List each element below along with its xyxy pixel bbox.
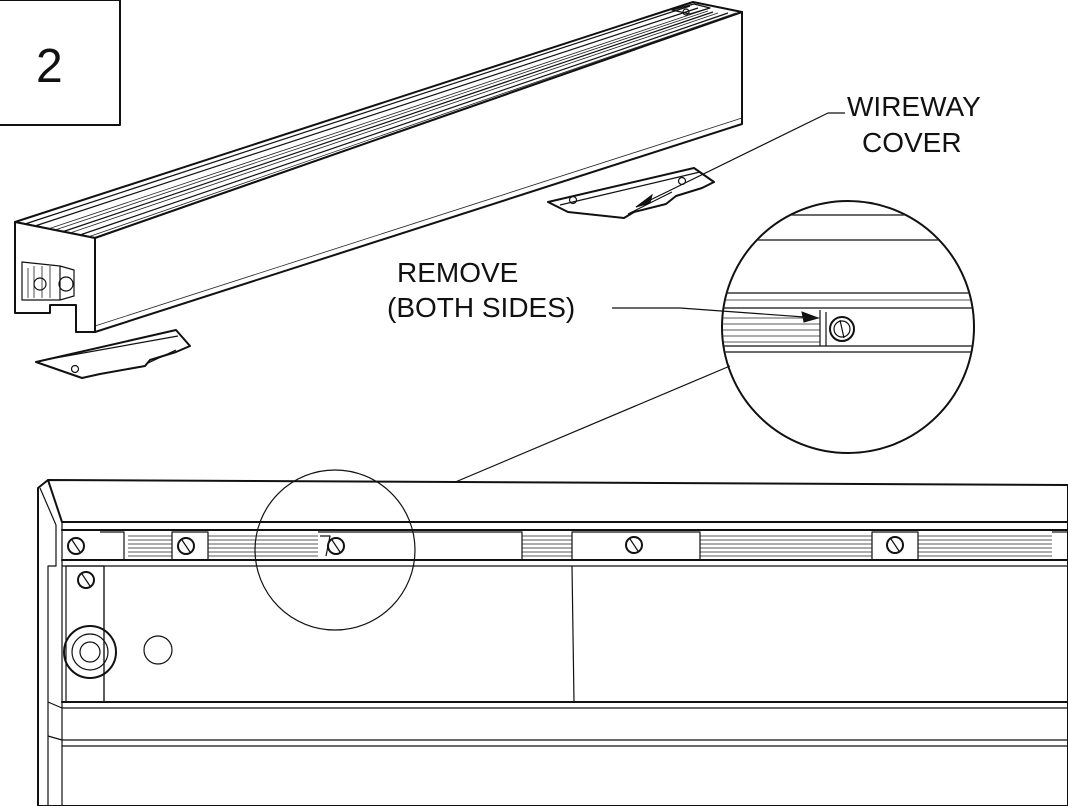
track-isometric xyxy=(14,1,743,333)
remove-label-line1: REMOVE xyxy=(397,257,518,288)
step-number-box: 2 xyxy=(0,0,121,126)
screw xyxy=(327,537,345,555)
detail-magnifier xyxy=(721,200,975,454)
screw xyxy=(625,536,643,554)
hatched-rail xyxy=(128,535,1052,557)
remove-label-line2: (BOTH SIDES) xyxy=(387,292,575,323)
screw xyxy=(886,536,904,554)
wireway-cover-label-line2: COVER xyxy=(862,127,962,158)
step-number: 2 xyxy=(36,40,63,93)
detail-connector-line xyxy=(407,365,731,503)
track-closeup xyxy=(37,479,1068,806)
screw xyxy=(67,537,85,555)
wireway-cover-label-line1: WIREWAY xyxy=(847,91,981,122)
remove-callout: REMOVE (BOTH SIDES) xyxy=(387,257,820,323)
detail-source-circle xyxy=(254,469,416,631)
screw xyxy=(177,537,195,555)
screw xyxy=(77,571,95,589)
wireway-cover-left xyxy=(35,329,191,379)
wireway-cover-leader: WIREWAY COVER xyxy=(635,91,981,208)
